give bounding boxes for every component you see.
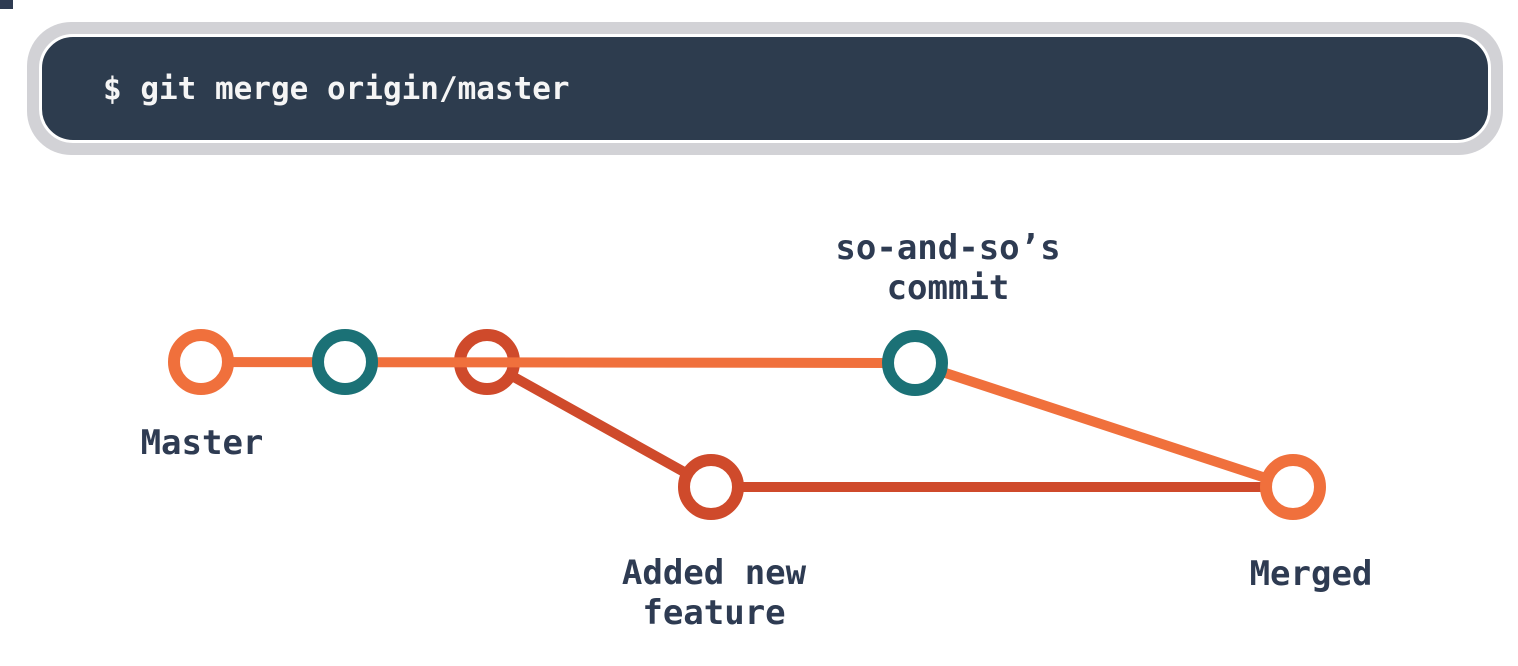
commit-node-merged: [1260, 454, 1326, 520]
terminal-command: $ git merge origin/master: [103, 70, 570, 107]
corner-artifact: [0, 0, 13, 9]
commit-node-master-2: [312, 329, 378, 395]
label-merged: Merged: [1250, 554, 1373, 594]
terminal-screen: $ git merge origin/master: [39, 34, 1491, 143]
label-master: Master: [141, 423, 264, 463]
feature-branch-out-edge: [482, 357, 716, 492]
terminal-window: $ git merge origin/master: [27, 22, 1503, 155]
master-branch-edge: [196, 357, 920, 368]
merge-edge: [910, 358, 1298, 492]
commit-node-feature: [678, 454, 744, 520]
commit-node-so-and-so: [882, 330, 948, 396]
commit-node-master-1: [168, 329, 234, 395]
